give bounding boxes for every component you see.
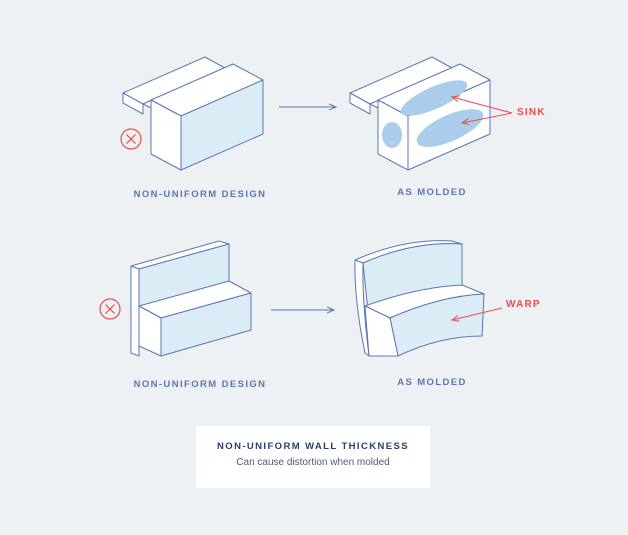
l-wall-design (130, 240, 252, 357)
x-circle-icon (120, 128, 142, 150)
row2-design-label: NON-UNIFORM DESIGN (133, 379, 267, 390)
caption-subtitle: Can cause distortion when molded (236, 457, 390, 468)
row1-molded-label: AS MOLDED (397, 187, 467, 198)
stepped-block-design (122, 56, 264, 171)
sink-mark-front (382, 122, 402, 148)
warp-callout-line (452, 307, 503, 320)
x-circle-icon (99, 298, 121, 320)
l-wall-molded (354, 240, 485, 357)
row1-design-label: NON-UNIFORM DESIGN (133, 189, 267, 200)
sink-callout-lines (452, 97, 513, 123)
sink-callout-label: SINK (517, 107, 546, 118)
warp-callout-label: WARP (506, 299, 541, 310)
sink-mark-top (400, 80, 468, 116)
caption-card: NON-UNIFORM WALL THICKNESS Can cause dis… (196, 426, 430, 488)
row2-molded-label: AS MOLDED (397, 377, 467, 388)
caption-title: NON-UNIFORM WALL THICKNESS (217, 441, 409, 452)
